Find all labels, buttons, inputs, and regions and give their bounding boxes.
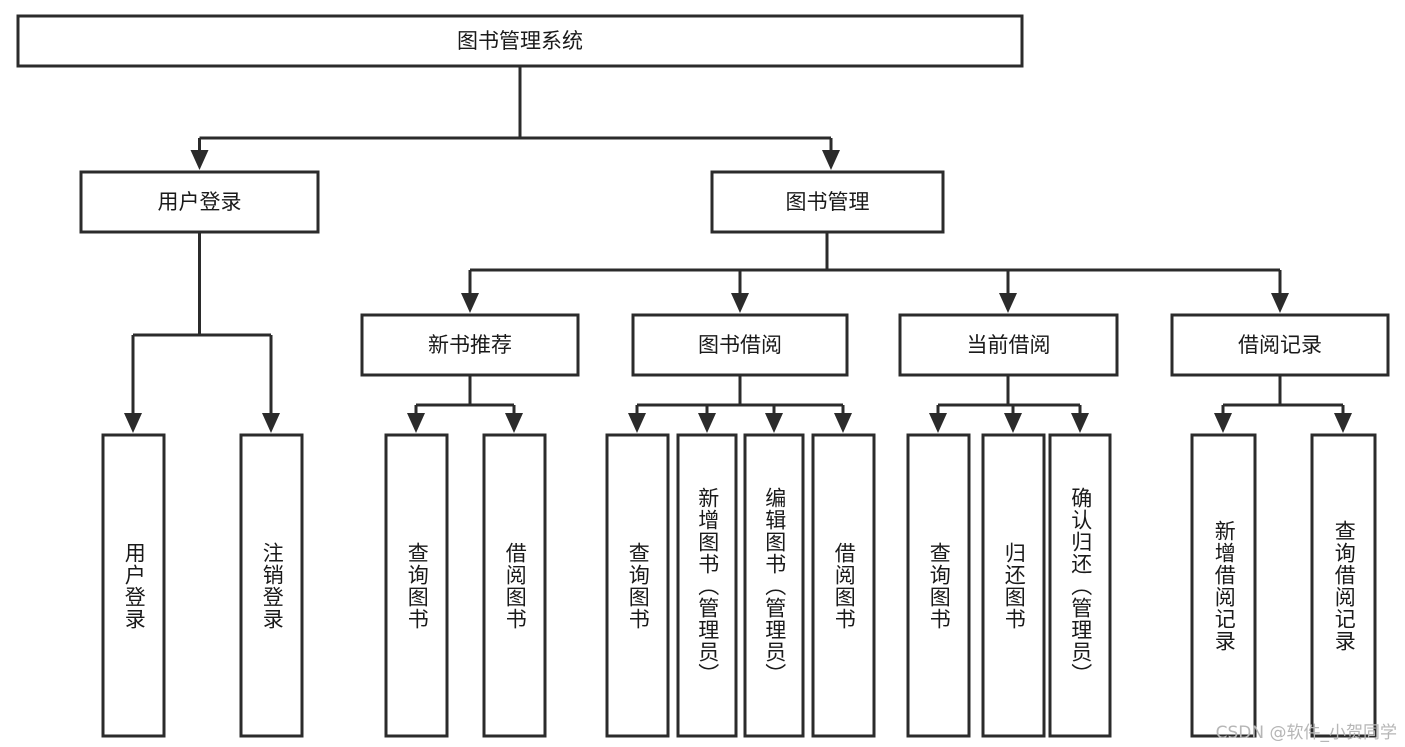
node-label-book-borrow: 图书借阅 — [698, 333, 782, 357]
arrowhead-icon — [999, 293, 1017, 313]
node-label-root: 图书管理系统 — [457, 29, 583, 53]
arrowhead-icon — [731, 293, 749, 313]
node-box-leaf-query-book-current[interactable] — [906, 433, 971, 738]
node-box-leaf-borrow-book[interactable] — [811, 433, 876, 738]
arrowhead-icon — [407, 413, 425, 433]
arrowhead-icon — [1214, 413, 1232, 433]
node-box-leaf-logout[interactable] — [239, 433, 304, 738]
node-box-book-borrow[interactable] — [631, 313, 849, 377]
arrowhead-icon — [822, 150, 840, 170]
node-label-borrow-record: 借阅记录 — [1238, 333, 1322, 357]
arrowhead-icon — [505, 413, 523, 433]
arrowhead-icon — [190, 150, 209, 170]
node-box-root[interactable] — [16, 14, 1024, 68]
arrowhead-icon — [834, 413, 852, 433]
node-box-leaf-add-borrow-record[interactable] — [1190, 433, 1257, 738]
arrowhead-icon — [461, 293, 479, 313]
arrowhead-icon — [929, 413, 947, 433]
node-box-current-borrow[interactable] — [898, 313, 1119, 377]
arrowhead-icon — [124, 413, 142, 433]
arrowhead-icon — [765, 413, 783, 433]
node-box-user-login[interactable] — [79, 170, 320, 234]
arrowhead-icon — [1271, 293, 1289, 313]
node-box-leaf-return-book[interactable] — [981, 433, 1046, 738]
arrowhead-icon — [262, 413, 280, 433]
arrowhead-icon — [628, 413, 646, 433]
node-box-leaf-query-borrow-record[interactable] — [1310, 433, 1377, 738]
arrowhead-icon — [698, 413, 716, 433]
node-box-leaf-borrow-book-rec[interactable] — [482, 433, 547, 738]
node-label-new-book-recommend: 新书推荐 — [428, 333, 512, 357]
node-label-book-manage: 图书管理 — [786, 190, 870, 214]
node-box-borrow-record[interactable] — [1170, 313, 1390, 377]
node-box-leaf-query-book-borrow[interactable] — [605, 433, 670, 738]
arrowhead-icon — [1004, 413, 1022, 433]
node-box-leaf-user-login[interactable] — [101, 433, 166, 738]
node-box-book-manage[interactable] — [710, 170, 945, 234]
node-label-current-borrow: 当前借阅 — [967, 333, 1051, 357]
node-boxes-layer — [16, 14, 1390, 738]
node-box-new-book-recommend[interactable] — [360, 313, 580, 377]
node-box-leaf-query-book-rec[interactable] — [384, 433, 449, 738]
node-label-user-login: 用户登录 — [158, 190, 242, 214]
node-box-leaf-add-book-admin[interactable] — [676, 433, 738, 738]
arrowhead-icon — [1334, 413, 1352, 433]
node-box-leaf-edit-book-admin[interactable] — [743, 433, 805, 738]
node-box-leaf-confirm-return-admin[interactable] — [1048, 433, 1112, 738]
arrowheads-layer — [124, 150, 1352, 433]
arrowhead-icon — [1071, 413, 1089, 433]
